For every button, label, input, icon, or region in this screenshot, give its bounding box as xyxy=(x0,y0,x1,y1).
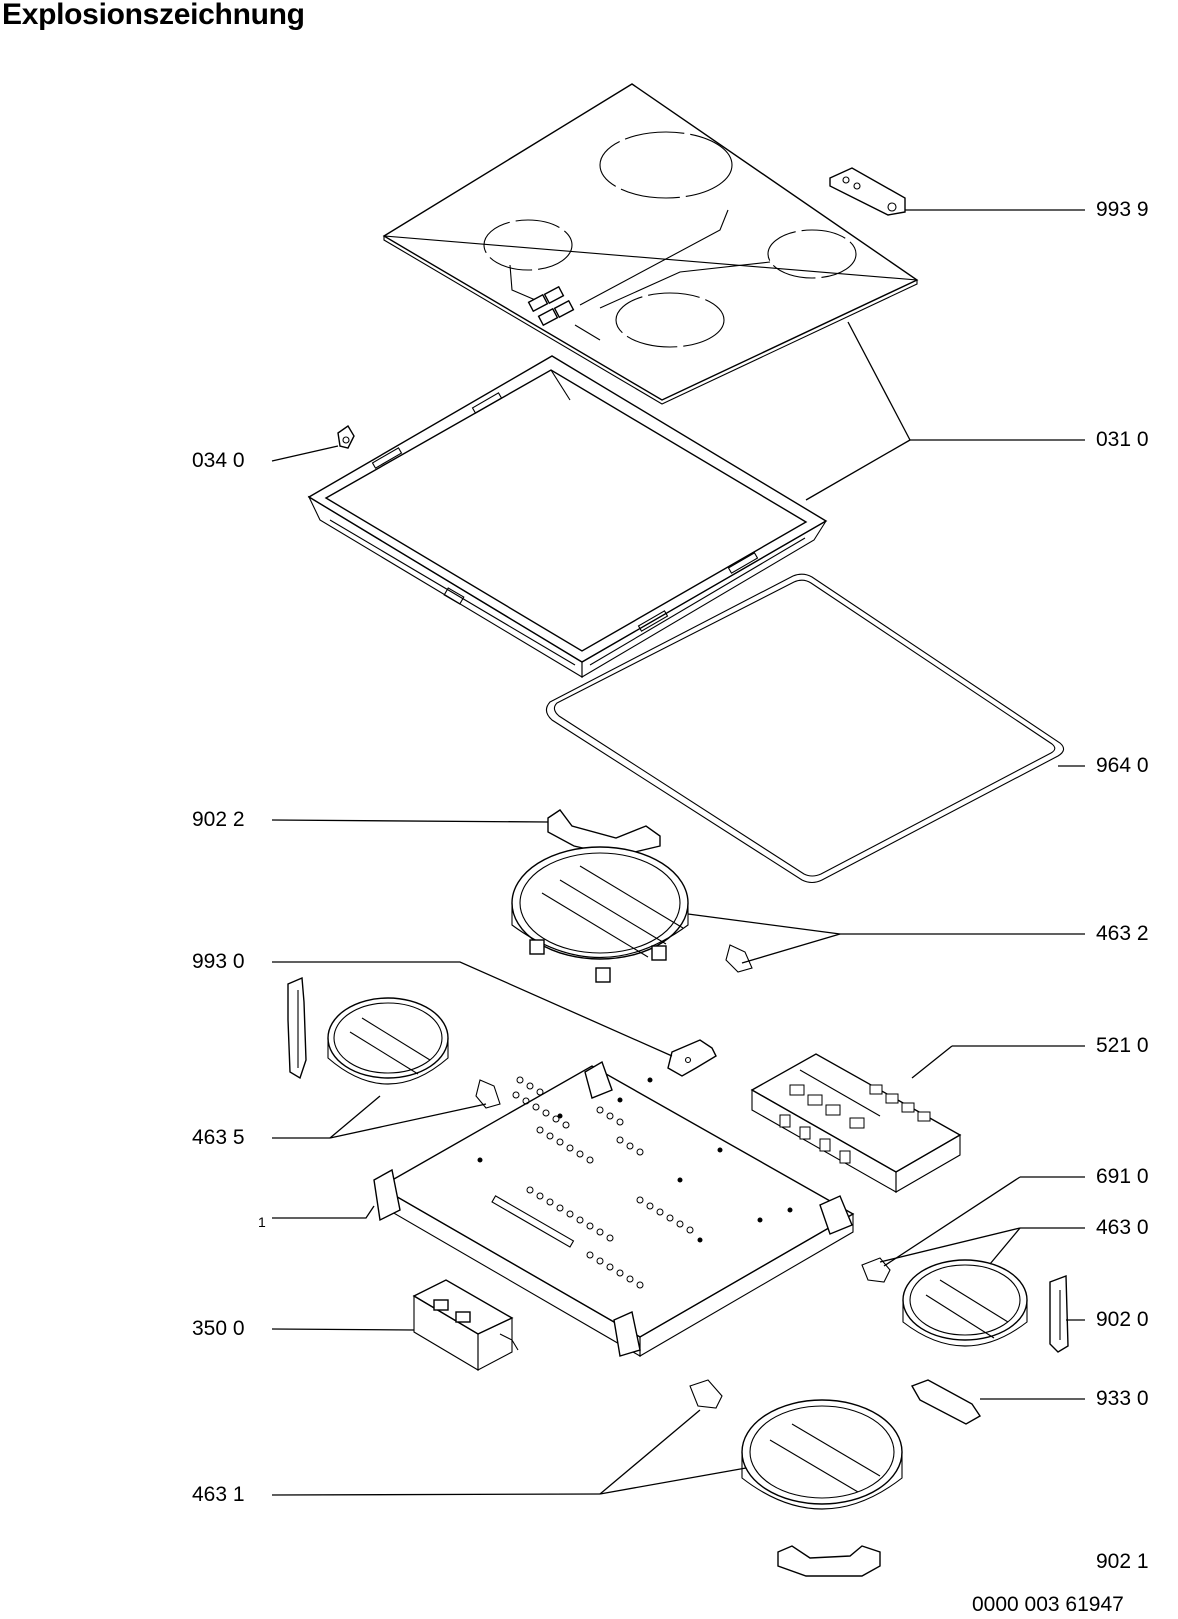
part-964-0-seal xyxy=(545,573,1065,884)
part-463-1-heating-element xyxy=(689,1379,903,1510)
part-463-2-heating-element xyxy=(511,846,753,983)
part-350-0-terminal-block xyxy=(412,1279,519,1371)
callout-463-5: 463 5 xyxy=(192,1126,245,1149)
callout-902-0: 902 0 xyxy=(1096,1308,1149,1331)
part-902-0-side-bracket xyxy=(1049,1275,1069,1353)
leader-lines xyxy=(271,209,1085,1496)
callout-933-0: 933 0 xyxy=(1096,1387,1149,1410)
part-side-bracket-left xyxy=(287,976,307,1080)
callout-964-0: 964 0 xyxy=(1096,754,1149,777)
callout-031-0: 031 0 xyxy=(1096,428,1149,451)
callout-034-0: 034 0 xyxy=(192,449,245,472)
callout-902-1: 902 1 xyxy=(1096,1550,1149,1573)
callout-691-0: 691 0 xyxy=(1096,1165,1149,1188)
hob-frame xyxy=(307,355,828,678)
part-1-base-tray xyxy=(373,1060,855,1357)
part-933-0-bracket xyxy=(910,1379,981,1425)
callout-463-0: 463 0 xyxy=(1096,1216,1149,1239)
callout-993-0: 993 0 xyxy=(192,950,245,973)
callout-902-2: 902 2 xyxy=(192,808,245,831)
callout-1: 1 xyxy=(258,1214,266,1230)
callout-521-0: 521 0 xyxy=(1096,1034,1149,1057)
part-993-9-bracket xyxy=(829,167,906,216)
part-993-0-bracket xyxy=(667,1039,717,1077)
part-463-0-heating-element xyxy=(861,1257,1028,1347)
part-034-0-clip xyxy=(337,424,355,449)
part-902-1-bracket xyxy=(777,1545,881,1577)
callout-463-2: 463 2 xyxy=(1096,922,1149,945)
callout-463-1: 463 1 xyxy=(192,1483,245,1506)
callout-350-0: 350 0 xyxy=(192,1317,245,1340)
part-521-0-control-board xyxy=(750,1053,962,1193)
page-title: Explosionszeichnung xyxy=(2,0,305,31)
part-902-2-bracket xyxy=(547,809,661,857)
callout-993-9: 993 9 xyxy=(1096,198,1149,221)
part-463-5-heating-element xyxy=(327,997,501,1109)
ceramic-glass-top xyxy=(382,83,919,405)
drawing-number: 0000 003 61947 xyxy=(972,1593,1124,1616)
